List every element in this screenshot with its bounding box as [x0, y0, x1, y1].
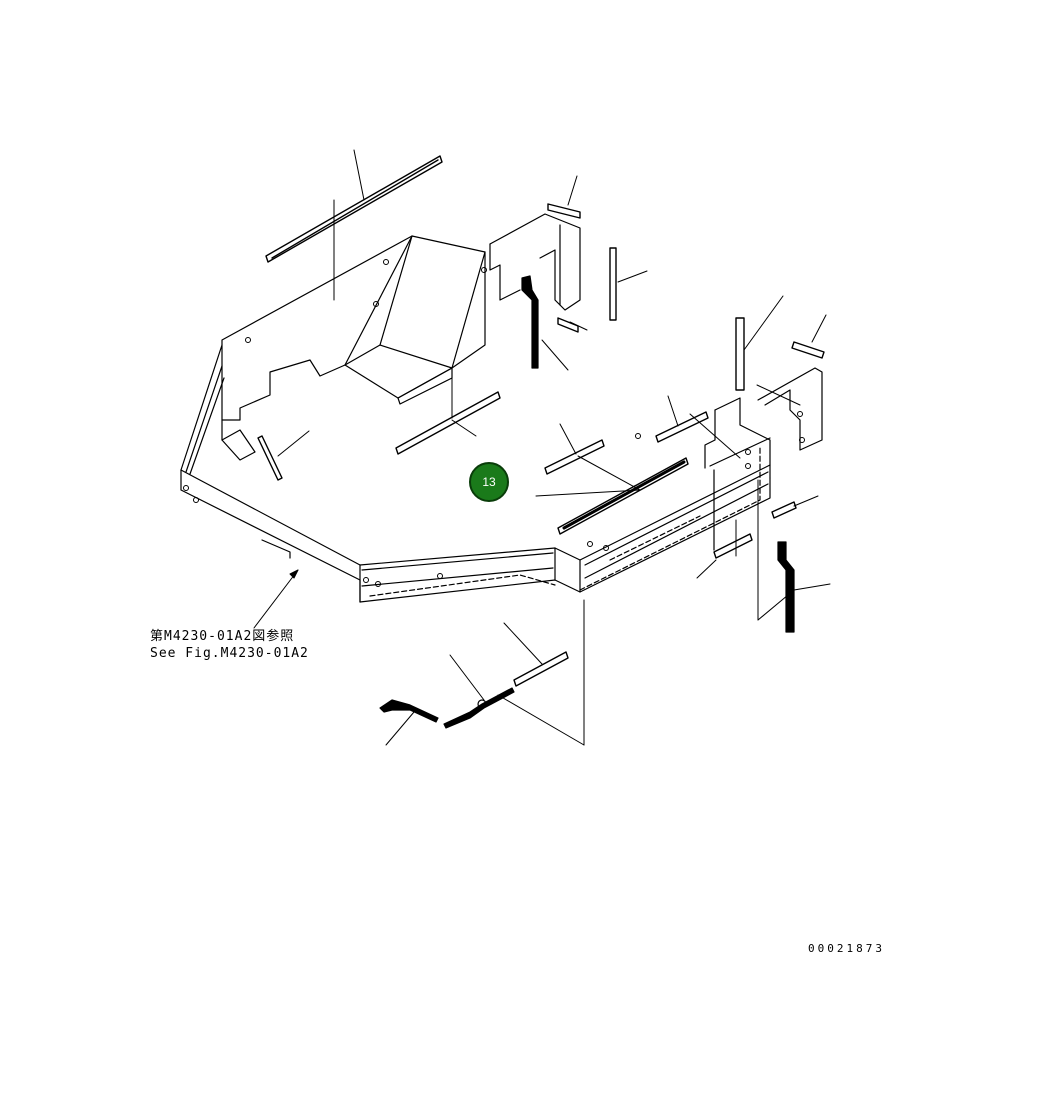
right-bracket-box — [704, 367, 823, 551]
callout-13[interactable]: 13 — [469, 462, 509, 502]
bolt-holes — [183, 259, 805, 587]
seal-strips — [257, 155, 825, 687]
right-stepped-panel — [489, 213, 581, 311]
reference-note-en: See Fig.M4230-01A2 — [150, 646, 309, 661]
reference-note-jp: 第M4230-01A2図参照 — [150, 629, 295, 644]
drawing-number: 00021873 — [808, 942, 885, 955]
left-panel — [221, 235, 486, 461]
frame-outline — [180, 344, 771, 603]
leader-lines — [277, 149, 831, 746]
reference-arrow — [253, 569, 299, 629]
reference-note: 第M4230-01A2図参照 See Fig.M4230-01A2 — [150, 628, 309, 662]
dark-seals — [379, 275, 795, 729]
